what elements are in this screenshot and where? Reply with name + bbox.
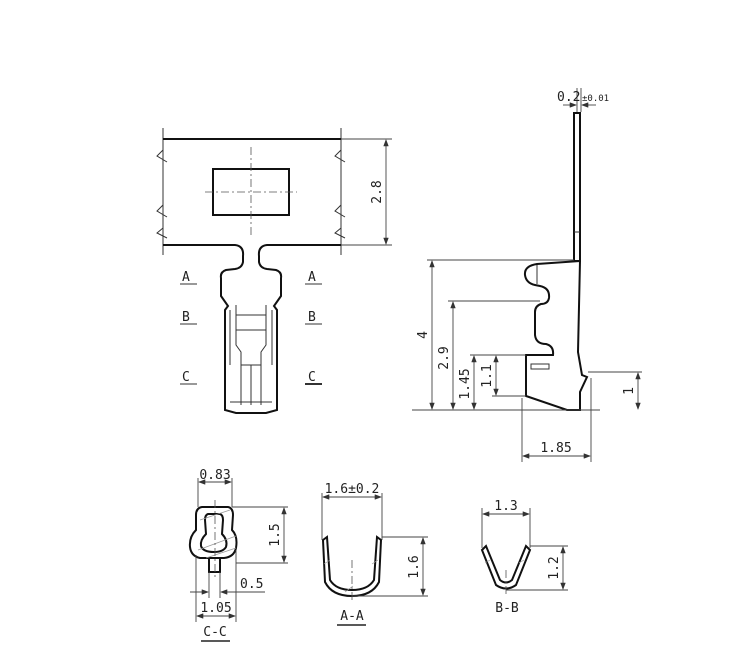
section-label-aa: A-A [340, 609, 364, 624]
section-label-a-right: A [308, 270, 316, 285]
dim-1-05: 1.05 [200, 601, 231, 616]
dim-thickness: 0.2 [557, 90, 580, 105]
dim-0-83: 0.83 [199, 468, 230, 483]
dim-2-8: 2.8 [370, 180, 385, 203]
section-label-b-left: B [182, 310, 190, 325]
dim-2-9: 2.9 [437, 346, 452, 369]
dim-1-3: 1.3 [494, 499, 517, 514]
dim-1-85: 1.85 [540, 441, 571, 456]
dim-1-5: 1.5 [268, 523, 283, 546]
dim-1-2: 1.2 [547, 556, 562, 579]
dim-1-45: 1.45 [458, 368, 473, 399]
front-view: 2.8 A B C A B C [156, 128, 392, 414]
dim-1-6-tol: 1.6±0.2 [325, 482, 380, 497]
side-view: 0.2 ±0.01 4 2.9 1.45 1.1 1 1.85 [412, 88, 642, 462]
section-aa: 1.6±0.2 1.6 A-A [321, 482, 428, 626]
dim-thickness-tolerance: ±0.01 [582, 94, 609, 104]
dim-1-1: 1.1 [480, 364, 495, 387]
dim-0-5: 0.5 [240, 577, 263, 592]
dim-1: 1 [622, 387, 637, 395]
section-label-cc: C-C [203, 625, 226, 640]
section-cc: 0.83 1.5 0.5 1.05 C-C [188, 468, 288, 642]
section-bb: 1.3 1.2 B-B [480, 499, 568, 616]
section-label-c-left: C [182, 370, 190, 385]
section-label-a-left: A [182, 270, 190, 285]
section-label-c-right: C [308, 370, 316, 385]
section-label-b-right: B [308, 310, 316, 325]
section-label-bb: B-B [495, 601, 519, 616]
dim-1-6: 1.6 [407, 555, 422, 578]
dim-4: 4 [416, 331, 431, 339]
